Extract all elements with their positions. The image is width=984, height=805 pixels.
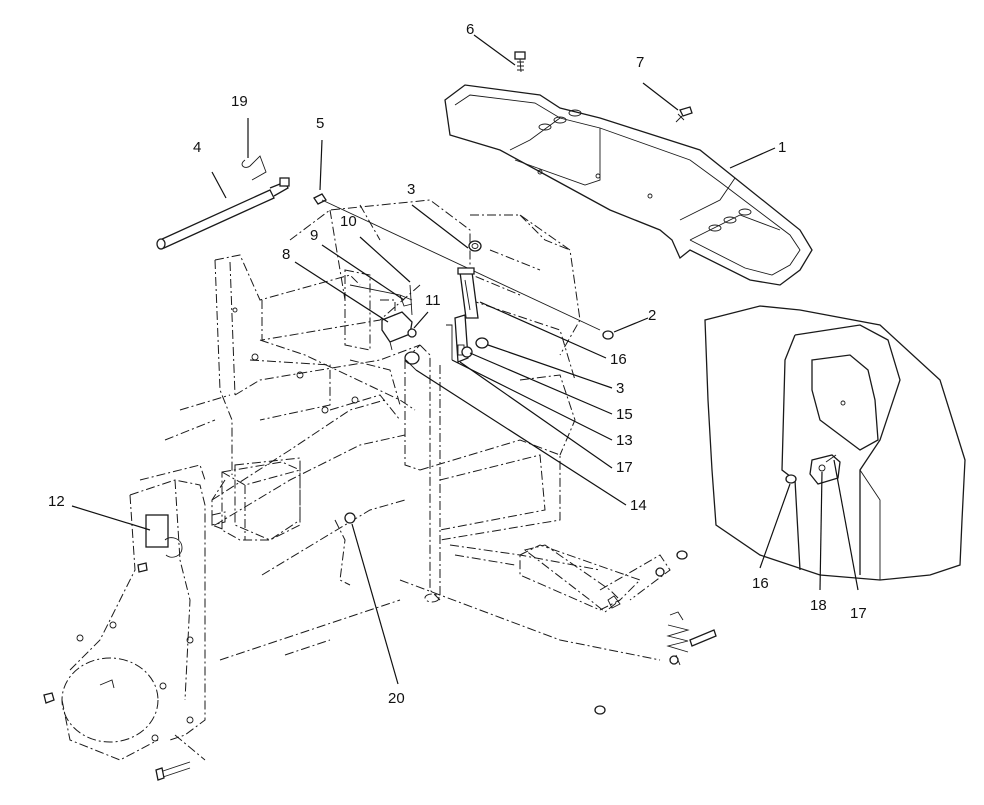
drive-housing xyxy=(43,464,206,781)
callout-9: 9 xyxy=(310,227,318,244)
nut-part-3-top xyxy=(468,240,482,252)
callout-7: 7 xyxy=(636,54,644,71)
pin-part-5 xyxy=(313,193,601,331)
washer-part-3 xyxy=(475,337,489,349)
callout-5: 5 xyxy=(316,115,324,132)
callout-13: 13 xyxy=(616,432,633,449)
spring-assembly xyxy=(523,544,717,715)
callout-12: 12 xyxy=(48,493,65,510)
bumper-part xyxy=(444,84,813,286)
nut-part-11 xyxy=(407,328,417,338)
knob-part-14 xyxy=(404,351,420,371)
callout-4: 4 xyxy=(193,139,201,156)
callout-14: 14 xyxy=(630,497,647,514)
callout-16-main: 16 xyxy=(610,351,627,368)
screw-part-13 xyxy=(446,324,453,360)
callout-18: 18 xyxy=(810,597,827,614)
clip-part-19 xyxy=(241,155,267,181)
leader-lines xyxy=(71,34,859,685)
nut-part-2 xyxy=(602,330,614,340)
bracket-part-8 xyxy=(381,311,413,351)
frame-holes xyxy=(232,307,359,414)
callout-3-right: 3 xyxy=(616,380,624,397)
callout-16-inset: 16 xyxy=(752,575,769,592)
bolt-part-7 xyxy=(675,106,693,123)
gearbox xyxy=(211,461,301,541)
callout-19: 19 xyxy=(231,93,248,110)
callout-3-top: 3 xyxy=(407,181,415,198)
mower-frame xyxy=(164,199,661,661)
rod-part-10 xyxy=(409,284,413,316)
callout-8: 8 xyxy=(282,246,290,263)
callout-2: 2 xyxy=(648,307,656,324)
callout-17-main: 17 xyxy=(616,459,633,476)
latch-part-16 xyxy=(457,267,479,319)
callout-11: 11 xyxy=(425,292,441,309)
callout-1: 1 xyxy=(778,139,786,156)
callout-20: 20 xyxy=(388,690,405,707)
inset-view xyxy=(704,305,966,581)
callout-10: 10 xyxy=(340,213,357,230)
callout-labels: 1 2 3 3 4 5 6 7 8 9 10 11 12 13 14 15 16… xyxy=(48,21,867,707)
nut-part-20 xyxy=(344,512,356,524)
callout-17-inset: 17 xyxy=(850,605,867,622)
callout-6: 6 xyxy=(466,21,474,38)
bolt-part-6 xyxy=(514,51,526,73)
gas-spring-part xyxy=(156,177,290,250)
washer-part-15 xyxy=(461,346,473,358)
callout-15: 15 xyxy=(616,406,633,423)
